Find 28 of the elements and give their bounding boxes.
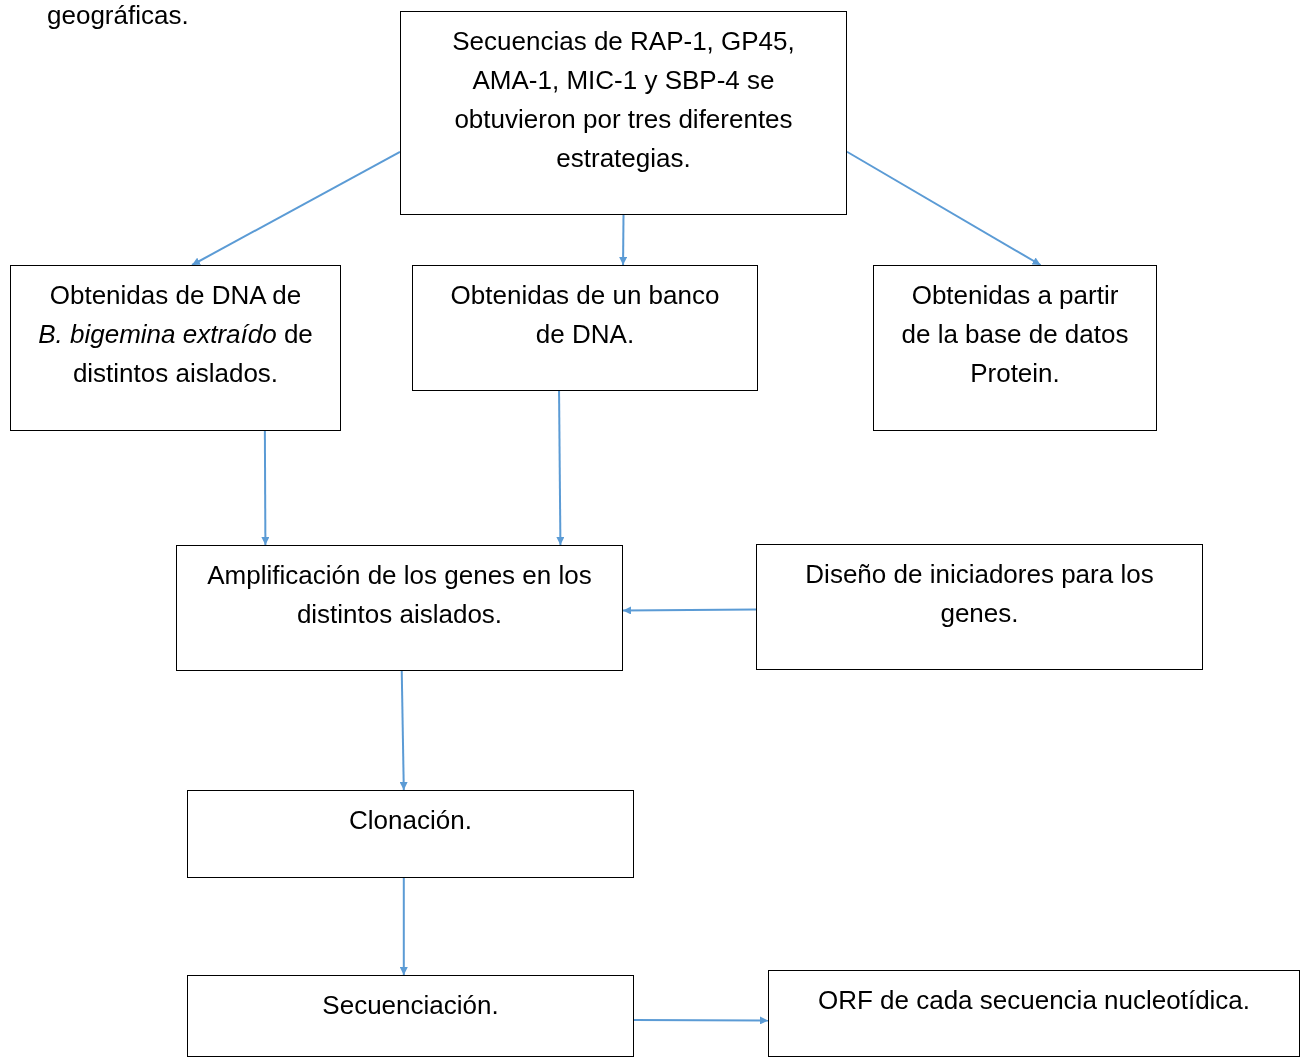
process-box <box>768 970 1300 1057</box>
process-box <box>873 265 1157 431</box>
box-text: Obtenidas a partir de la base de datos Protein. <box>900 279 1130 390</box>
arrow <box>399 877 408 976</box>
arrow <box>846 150 1042 266</box>
process-box <box>187 790 634 878</box>
note-text: geográficas. <box>47 0 189 31</box>
box-text: Obtenidas de DNA de B. bigemina extraído de distintos aislados. <box>37 279 314 390</box>
arrow <box>622 606 757 615</box>
arrow <box>261 430 270 546</box>
process-box <box>176 545 623 671</box>
arrow <box>191 150 401 266</box>
box-text: Amplificación de los genes en los distintos aislados. <box>206 559 593 631</box>
box-text: Obtenidas de un banco de DNA. <box>449 279 721 351</box>
arrow <box>399 670 408 791</box>
box-text: Secuenciación. <box>321 989 500 1022</box>
box-text: Clonación. <box>348 804 473 837</box>
arrow <box>619 214 628 266</box>
arrow <box>633 1016 769 1025</box>
process-box <box>400 11 847 215</box>
box-text: Diseño de iniciadores para los genes. <box>804 558 1155 630</box>
process-box <box>756 544 1203 670</box>
process-box <box>10 265 341 431</box>
box-text: Secuencias de RAP-1, GP45, AMA-1, MIC-1 y SBP-4 se obtuvieron por tres diferentes estrategias. <box>451 25 796 175</box>
arrow <box>556 390 565 546</box>
process-box <box>412 265 758 391</box>
process-box <box>187 975 634 1057</box>
box-text: ORF de cada secuencia nucleotídica. <box>816 984 1252 1017</box>
